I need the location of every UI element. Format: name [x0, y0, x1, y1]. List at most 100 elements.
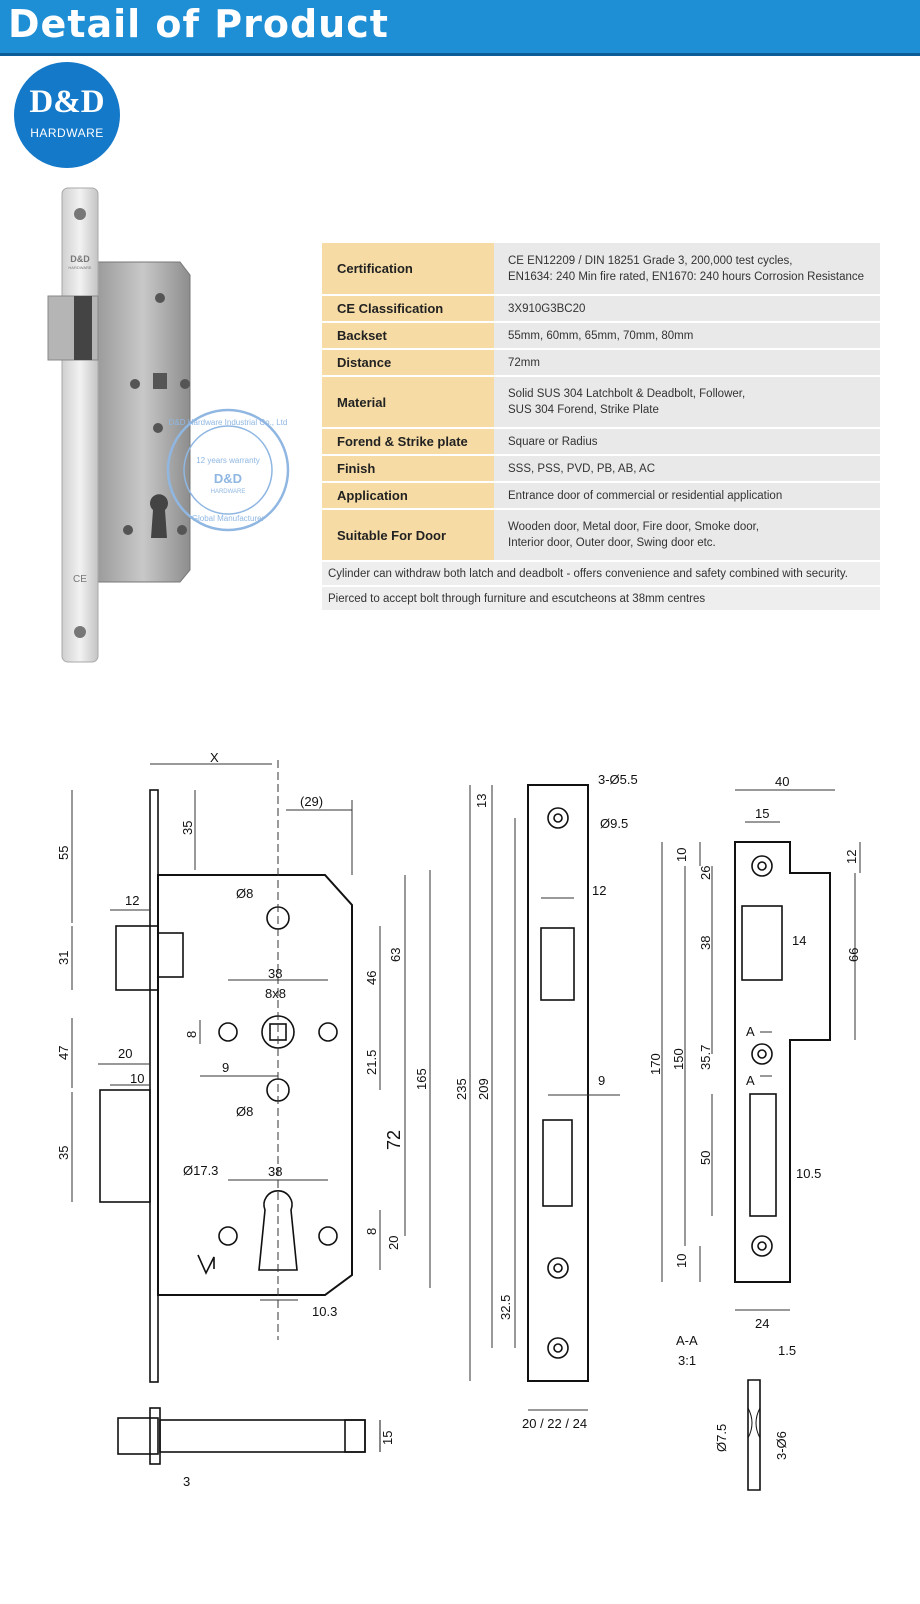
table-row: Distance 72mm	[322, 349, 880, 377]
watermark-seal: 12 years warranty D&D HARDWARE D&D Hardw…	[166, 408, 290, 532]
watermark-brand-sub: HARDWARE	[211, 489, 246, 495]
technical-drawings: X (29) 55 35 12 31 47 20 10 35 Ø8 38 8x8…	[56, 750, 861, 1491]
dim-1-5: 1.5	[778, 1343, 796, 1358]
dim-165: 165	[414, 1068, 429, 1090]
dim-dia8-bottom: Ø8	[236, 1104, 253, 1119]
dim-x: X	[210, 750, 219, 765]
dim-40: 40	[775, 774, 789, 789]
watermark-bottom-text: Global Manufacturer	[192, 514, 265, 523]
row-value: SSS, PSS, PVD, PB, AB, AC	[494, 455, 880, 483]
table-row: Application Entrance door of commercial …	[322, 482, 880, 510]
forend-drawing	[469, 784, 620, 1411]
table-row: Forend & Strike plate Square or Radius	[322, 428, 880, 456]
label-a-top: A	[746, 1024, 755, 1039]
dim-3-dia5-5: 3-Ø5.5	[598, 772, 638, 787]
dim-12c: 12	[844, 850, 859, 864]
table-row: Cylinder can withdraw both latch and dea…	[322, 561, 880, 587]
logo-subtext: HARDWARE	[30, 126, 104, 140]
dim-170: 170	[648, 1053, 663, 1075]
table-row: Suitable For Door Wooden door, Metal doo…	[322, 509, 880, 562]
dim-12b: 12	[592, 883, 606, 898]
dim-35b: 35	[56, 1146, 71, 1160]
row-value-line2: EN1634: 240 Min fire rated, EN1670: 240 …	[508, 270, 865, 283]
dim-20-22-24: 20 / 22 / 24	[522, 1416, 587, 1431]
row-value: 72mm	[494, 349, 880, 377]
watermark-brand: D&D	[214, 471, 242, 486]
dim-235: 235	[454, 1078, 469, 1100]
dim-63: 63	[388, 948, 403, 962]
row-label: Certification	[322, 243, 494, 296]
label-a-bottom: A	[746, 1073, 755, 1088]
dim-9a: 9	[222, 1060, 229, 1075]
row-label: Suitable For Door	[322, 509, 494, 562]
dim-72: 72	[384, 1130, 404, 1150]
dim-38a: 38	[268, 966, 282, 981]
row-label: Forend & Strike plate	[322, 428, 494, 456]
section-scale: 3:1	[678, 1353, 696, 1368]
dim-38c: 38	[698, 936, 713, 950]
dim-20a: 20	[118, 1046, 132, 1061]
header-banner: Detail of Product	[0, 0, 920, 53]
row-label: Backset	[322, 322, 494, 350]
row-label: Finish	[322, 455, 494, 483]
banner-underline	[0, 53, 920, 56]
dim-47: 47	[56, 1046, 71, 1060]
dim-55: 55	[56, 846, 71, 860]
dim-8x8: 8x8	[265, 986, 286, 1001]
dim-dia8-top: Ø8	[236, 886, 253, 901]
dim-15b: 15	[755, 806, 769, 821]
row-label: CE Classification	[322, 295, 494, 323]
note-line: Cylinder can withdraw both latch and dea…	[322, 561, 880, 587]
dim-10b: 10	[674, 848, 689, 862]
dim-29: (29)	[300, 794, 323, 809]
dim-dia7-5: Ø7.5	[714, 1424, 729, 1452]
row-value: CE EN12209 / DIN 18251 Grade 3, 200,000 …	[508, 254, 793, 267]
dim-21-5: 21.5	[364, 1050, 379, 1075]
dim-3-dia6: 3-Ø6	[774, 1431, 789, 1460]
faceplate-brand-sub: HARDWARE	[68, 265, 92, 270]
dim-dia17-3: Ø17.3	[183, 1163, 218, 1178]
row-value: 55mm, 60mm, 65mm, 70mm, 80mm	[494, 322, 880, 350]
ce-mark: CE	[73, 574, 87, 585]
table-row: Material Solid SUS 304 Latchbolt & Deadb…	[322, 376, 880, 429]
dim-35a: 35	[180, 821, 195, 835]
note-line: Pierced to accept bolt through furniture…	[322, 586, 880, 612]
dim-dia9-5: Ø9.5	[600, 816, 628, 831]
dim-38b: 38	[268, 1164, 282, 1179]
dim-12a: 12	[125, 893, 139, 908]
dim-8a: 8	[184, 1031, 199, 1038]
dim-15a: 15	[380, 1431, 395, 1445]
dim-209: 209	[476, 1078, 491, 1100]
table-row: Backset 55mm, 60mm, 65mm, 70mm, 80mm	[322, 322, 880, 350]
mortise-lock-image: D&D HARDWARE CE	[47, 187, 191, 663]
row-label: Distance	[322, 349, 494, 377]
dim-9b: 9	[598, 1073, 605, 1088]
faceplate-brand: D&D	[70, 254, 90, 264]
row-value: Entrance door of commercial or residenti…	[494, 482, 880, 510]
row-label: Material	[322, 376, 494, 429]
dim-8b: 8	[364, 1228, 379, 1235]
dim-32-5: 32.5	[498, 1295, 513, 1320]
row-value: Wooden door, Metal door, Fire door, Smok…	[508, 521, 760, 533]
dim-66: 66	[846, 948, 861, 962]
watermark-warranty: 12 years warranty	[196, 456, 260, 465]
row-value: Solid SUS 304 Latchbolt & Deadbolt, Foll…	[508, 388, 746, 400]
logo-text: D&D	[29, 84, 105, 120]
dim-10c: 10	[674, 1254, 689, 1268]
dim-35-7: 35.7	[698, 1045, 713, 1070]
brand-logo: D&D HARDWARE	[14, 62, 120, 168]
table-row: Certification CE EN12209 / DIN 18251 Gra…	[322, 243, 880, 296]
dim-50: 50	[698, 1151, 713, 1165]
spec-table: Certification CE EN12209 / DIN 18251 Gra…	[322, 243, 880, 612]
table-row: Pierced to accept bolt through furniture…	[322, 586, 880, 612]
table-row: CE Classification 3X910G3BC20	[322, 295, 880, 323]
dim-10-5: 10.5	[796, 1166, 821, 1181]
dim-14: 14	[792, 933, 806, 948]
dim-20b: 20	[386, 1236, 401, 1250]
page-title: Detail of Product	[8, 2, 389, 46]
row-value: 3X910G3BC20	[494, 295, 880, 323]
dim-10-3: 10.3	[312, 1304, 337, 1319]
dim-24: 24	[755, 1316, 769, 1331]
dim-10a: 10	[130, 1071, 144, 1086]
dim-13: 13	[474, 794, 489, 808]
